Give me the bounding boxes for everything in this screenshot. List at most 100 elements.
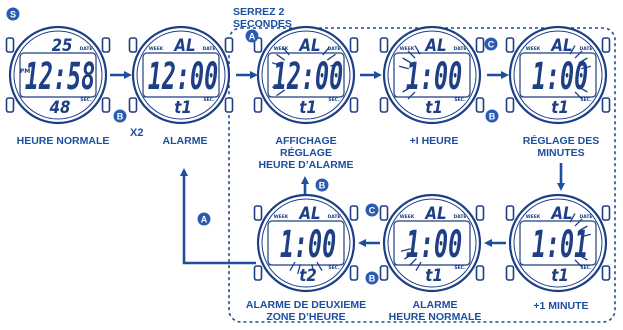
watch-week-label: WEEK xyxy=(274,214,289,220)
flash-plus-hour-ray-5 xyxy=(407,91,416,100)
caption-alarm-line: ALARME xyxy=(162,135,208,147)
watch-sec-label: SEC. xyxy=(328,265,340,271)
flash-alarm-display-ray-1 xyxy=(276,53,286,61)
watch-week-label: WEEK xyxy=(526,214,541,220)
caption-alarm: ALARME xyxy=(130,135,240,147)
flash-plus-minute-ray-1 xyxy=(574,218,583,227)
watch-bezel-inner xyxy=(261,198,351,288)
watch-pusher-0 xyxy=(128,37,138,53)
watch-sec-label: SEC. xyxy=(80,97,92,103)
flash-alarm-display-ray-6 xyxy=(326,53,336,61)
watch-week-label: WEEK xyxy=(400,214,415,220)
watch-pusher-1 xyxy=(601,37,611,53)
caption-second-zone-line1: ALARME DE DEUXIEME xyxy=(245,299,367,311)
watch-week-label: WEEK xyxy=(526,46,541,52)
watch-pusher-3 xyxy=(601,97,611,113)
watch-pusher-3 xyxy=(224,97,234,113)
caption-plus-hour: +I HEURE xyxy=(379,135,489,147)
watch-bezel-inner xyxy=(136,30,226,120)
caption-plus-minute: +1 MINUTE xyxy=(508,300,614,312)
hold-label-line2: SECONDES xyxy=(233,18,292,30)
watch-main-time: 12:00 xyxy=(148,55,218,98)
badge-c-zone2-letter: C xyxy=(369,206,376,216)
watch-top-digits: AL xyxy=(298,203,321,223)
watch-pusher-2 xyxy=(505,265,515,281)
flash-set-minutes-ray-0 xyxy=(569,45,576,55)
watch-top-digits: 25 xyxy=(52,35,73,55)
hold-2-seconds-label: SERREZ 2 SECONDES xyxy=(233,6,292,30)
caption-alarm-normal: ALARME HEURE NORMALE xyxy=(376,299,494,323)
watch-date-label: DATE xyxy=(79,46,92,52)
watch-pusher-3 xyxy=(349,265,359,281)
badge-b-zone2-circle xyxy=(365,271,379,285)
flash-alarm-normal-ray-3 xyxy=(400,248,411,252)
flash-alarm-display-ray-2 xyxy=(282,47,290,56)
watch-pusher-1 xyxy=(349,37,359,53)
caption-set-minutes: RÉGLAGE DES MINUTES xyxy=(508,135,614,159)
watch-top-digits: AL xyxy=(173,35,196,55)
badge-c-zone2: C xyxy=(365,203,379,217)
watch-bezel xyxy=(256,193,356,293)
flash-set-minutes xyxy=(569,45,592,100)
badge-b-normal-circle xyxy=(113,109,127,123)
watch-main-time: 12:00 xyxy=(273,55,343,98)
flash-plus-minute-ray-0 xyxy=(569,213,576,223)
flash-plus-minute xyxy=(569,213,592,268)
watch-pusher-0 xyxy=(379,37,389,53)
watch-bezel-inner xyxy=(261,30,351,120)
flash-plus-hour-ray-2 xyxy=(407,50,416,59)
badge-c-zone2-circle xyxy=(365,203,379,217)
watch-date-label: DATE xyxy=(579,46,592,52)
badge-a-back-circle xyxy=(197,212,211,226)
flash-alarm-display-ray-4 xyxy=(276,89,286,97)
watch-pusher-1 xyxy=(349,205,359,221)
flash-zone2-ray-0 xyxy=(316,261,323,272)
badge-a-display-circle xyxy=(245,29,259,43)
badge-b-normal-letter: B xyxy=(117,112,124,122)
watch-bottom-digits: t1 xyxy=(425,97,443,117)
watch-pusher-0 xyxy=(379,205,389,221)
flash-alarm-display-ray-5 xyxy=(322,47,330,56)
flash-zone2-ray-2 xyxy=(297,264,301,275)
watch-bottom-digits: 48 xyxy=(49,97,71,117)
watch-pusher-1 xyxy=(601,205,611,221)
flash-plus-hour xyxy=(398,45,421,100)
badge-b-plus-hour-circle xyxy=(485,109,499,123)
flash-set-minutes-ray-3 xyxy=(581,65,592,70)
badge-c-plus-hour: C xyxy=(484,37,498,51)
caption-alarm-display-line1: AFFICHAGE xyxy=(275,135,337,147)
badge-b-normal: B xyxy=(113,109,127,123)
flash-alarm-normal-ray-1 xyxy=(408,258,417,267)
watch-top-digits: AL xyxy=(424,35,447,55)
watch-pusher-3 xyxy=(101,97,111,113)
watch-top-digits: AL xyxy=(298,35,321,55)
flash-plus-hour-ray-1 xyxy=(402,57,412,64)
caption-alarm-display: AFFICHAGE RÉGLAGE HEURE D’ALARME xyxy=(250,135,362,171)
watch-bottom-digits: t1 xyxy=(551,265,569,285)
watch-bezel-inner xyxy=(387,198,477,288)
watch-s-badge-letter: S xyxy=(10,10,16,20)
watch-date-label: DATE xyxy=(453,214,466,220)
watch-week-label: WEEK xyxy=(274,46,289,52)
watch-bezel xyxy=(256,25,356,125)
watch-pusher-0 xyxy=(505,205,515,221)
flash-plus-minute-ray-5 xyxy=(574,259,583,268)
watch-sec-label: SEC. xyxy=(580,265,592,271)
watch-week-label: WEEK xyxy=(400,46,415,52)
caption-plus-minute-line: +1 MINUTE xyxy=(533,300,589,312)
watch-bottom-digits: t1 xyxy=(425,265,443,285)
watch-top-digits: AL xyxy=(550,35,573,55)
badge-b-zone2-up: B xyxy=(315,178,329,192)
flash-zone2 xyxy=(289,261,323,275)
hold-label-line1: SERREZ 2 xyxy=(233,6,285,18)
watch-bezel-inner xyxy=(513,198,603,288)
watch-date-label: DATE xyxy=(327,46,340,52)
flash-plus-hour-ray-4 xyxy=(402,86,412,93)
flash-zone2-ray-1 xyxy=(311,264,315,275)
caption-second-zone-line2: ZONE D’HEURE xyxy=(266,311,346,323)
flash-set-minutes-ray-2 xyxy=(578,57,588,64)
